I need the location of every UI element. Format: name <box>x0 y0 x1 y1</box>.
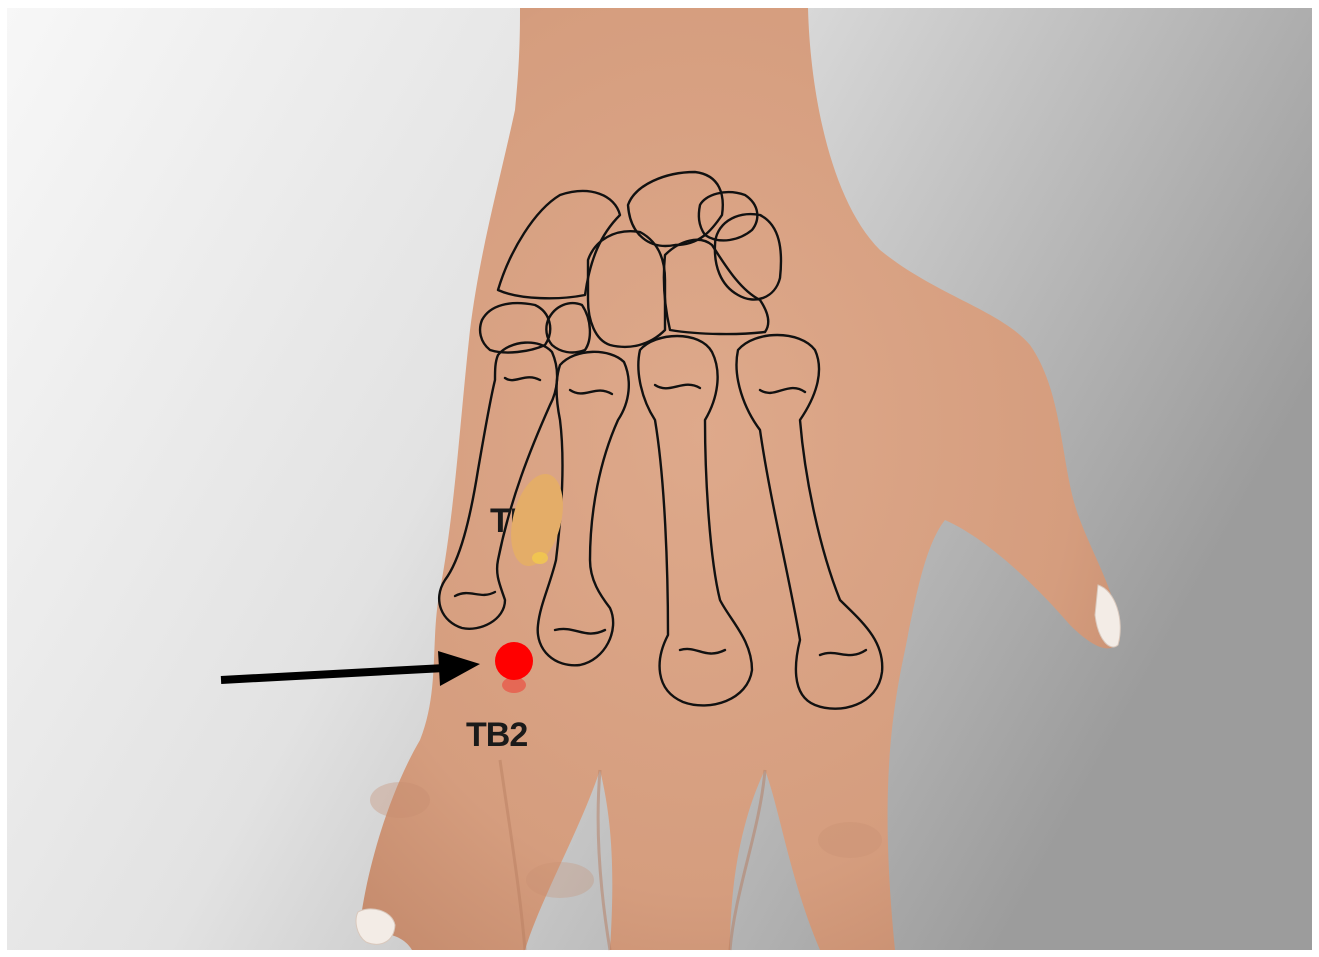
knuckle-shading <box>370 782 430 818</box>
knuckle-shading <box>818 822 882 858</box>
red-dot-icon <box>495 642 533 680</box>
tb3-marker-edge <box>532 552 548 564</box>
knuckle-shading <box>526 862 594 898</box>
tb2-label: TB2 <box>466 716 527 754</box>
